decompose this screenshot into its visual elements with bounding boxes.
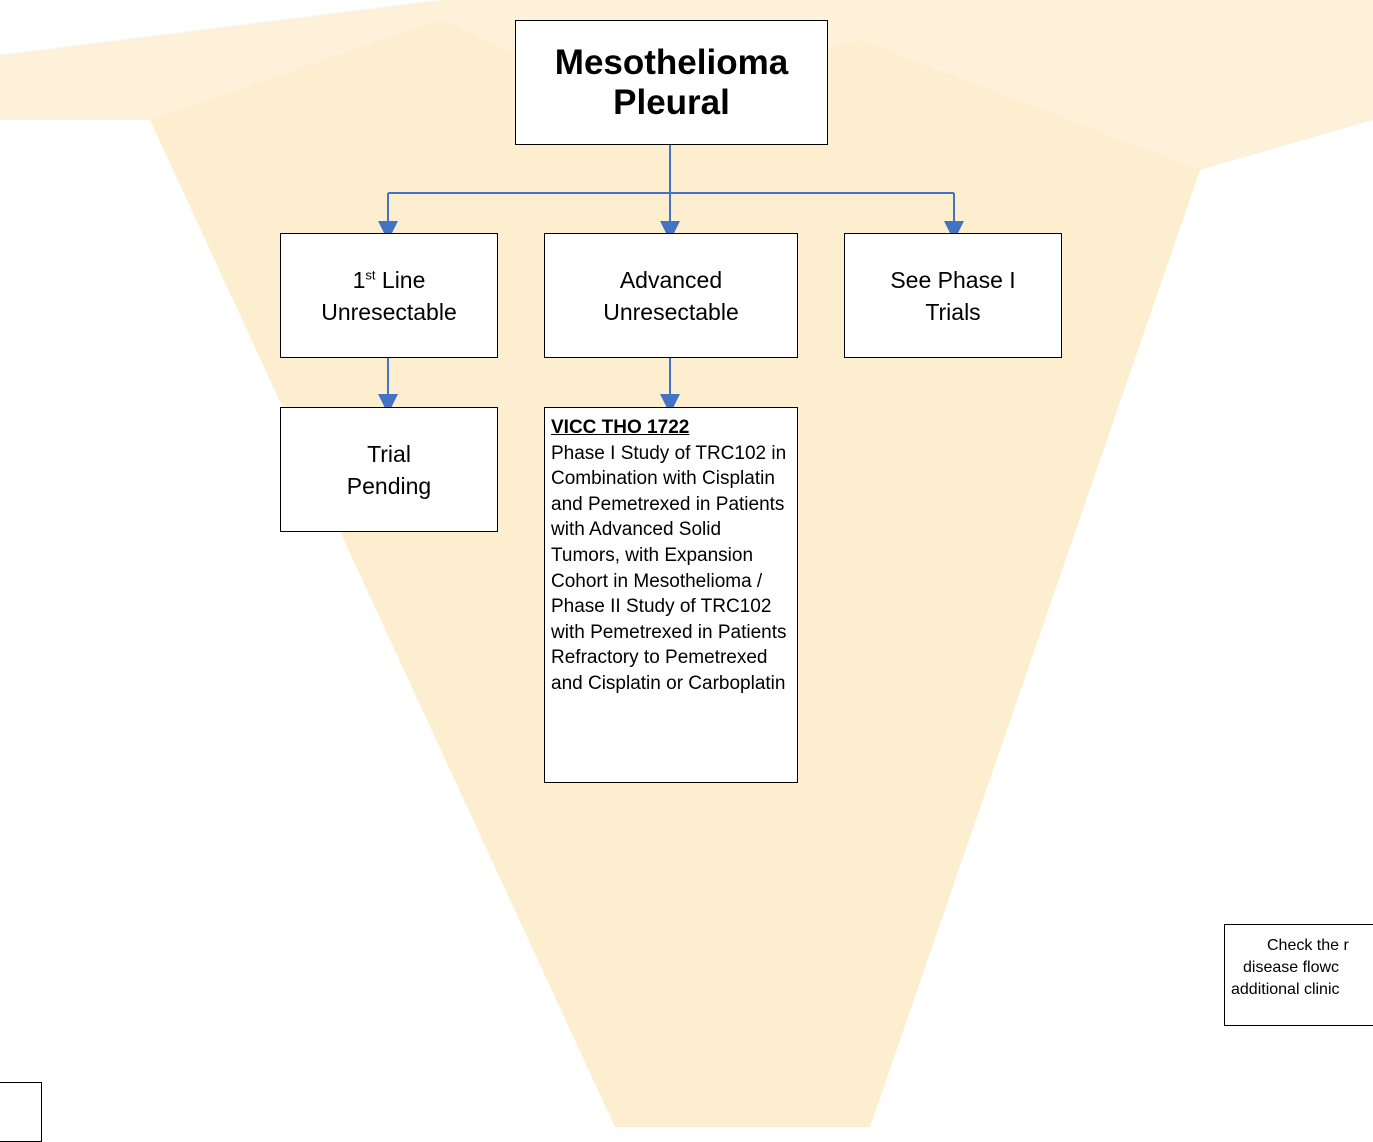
trial-id: VICC THO 1722: [551, 417, 690, 438]
title-box: Mesothelioma Pleural: [515, 20, 828, 145]
trial-description: Phase I Study of TRC102 in Combination w…: [551, 442, 787, 694]
title-line2: Pleural: [613, 82, 730, 122]
advanced-line2: Unresectable: [603, 298, 739, 325]
phase1-line2: Trials: [925, 298, 981, 325]
vicc-trial-box: VICC THO 1722 Phase I Study of TRC102 in…: [544, 407, 798, 783]
first-line-label: 1st Line: [353, 264, 426, 296]
note-line2: disease flowc: [1243, 959, 1340, 976]
note-box: Check the r disease flowc additional cli…: [1224, 924, 1373, 1026]
trial-pending-line1: Trial: [367, 440, 411, 467]
first-line-box: 1st Line Unresectable: [280, 233, 498, 358]
first-line-superscript: st: [365, 266, 376, 282]
phase1-box: See Phase I Trials: [844, 233, 1062, 358]
advanced-box: Advanced Unresectable: [544, 233, 798, 358]
partial-box-bottom-left: [0, 1082, 42, 1142]
trial-pending-box: Trial Pending: [280, 407, 498, 532]
first-line-line2: Unresectable: [321, 298, 457, 325]
first-line-prefix: 1: [352, 266, 366, 293]
note-line3: additional clinic: [1231, 981, 1340, 998]
phase1-line1: See Phase I: [890, 266, 1016, 293]
title-line1: Mesothelioma: [554, 42, 789, 82]
note-line1: Check the r: [1267, 937, 1349, 954]
trial-pending-line2: Pending: [346, 472, 432, 499]
advanced-line1: Advanced: [619, 266, 723, 293]
first-line-suffix: Line: [375, 266, 426, 293]
